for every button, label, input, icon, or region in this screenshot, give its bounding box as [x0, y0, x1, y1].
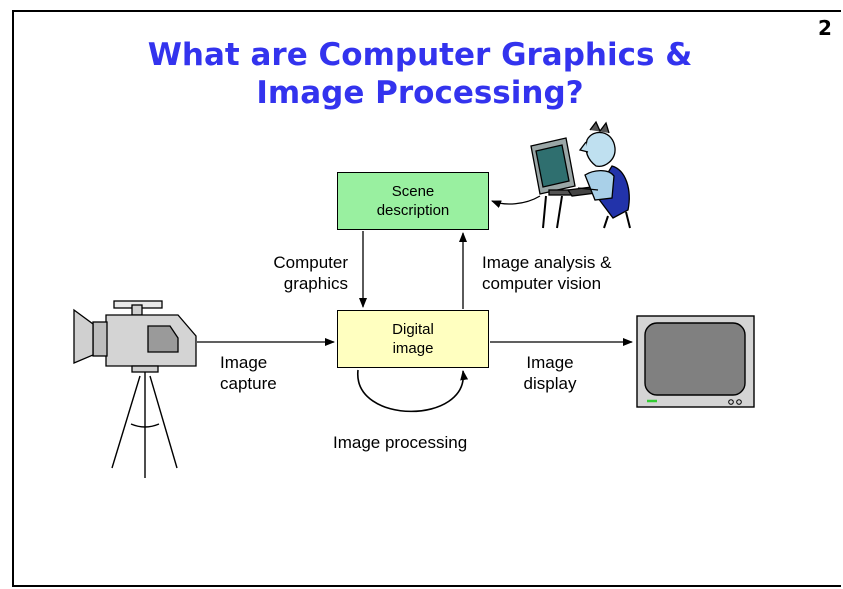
image-capture-label: Image capture [220, 352, 277, 394]
digital-image-box: Digital image [337, 310, 489, 368]
image-capture-line-1: Image [220, 353, 268, 372]
slide-frame [12, 10, 841, 587]
computer-graphics-label: Computer graphics [238, 252, 348, 294]
slide-title: What are Computer Graphics & Image Proce… [60, 36, 780, 112]
image-capture-line-2: capture [220, 374, 277, 393]
title-line-2: Image Processing? [256, 75, 584, 111]
digital-label-line-1: Digital [392, 321, 434, 338]
image-analysis-line-1: Image analysis & [482, 253, 612, 272]
slide-number: 2 [818, 16, 832, 40]
scene-description-box: Scene description [337, 172, 489, 230]
video-camera-icon [73, 300, 197, 373]
image-display-line-2: display [523, 374, 577, 393]
tripod-icon [111, 372, 178, 478]
image-display-label: Image display [505, 352, 595, 394]
image-processing-label: Image processing [333, 433, 468, 452]
image-display-line-1: Image [526, 353, 574, 372]
image-processing-loop-arrow [357, 369, 469, 413]
computer-graphics-line-2: graphics [283, 274, 348, 293]
title-line-1: What are Computer Graphics & [147, 37, 693, 73]
scene-label-line-2: description [376, 202, 450, 219]
image-analysis-line-2: computer vision [482, 274, 602, 293]
digital-label-line-2: image [392, 340, 434, 357]
computer-graphics-line-1: Computer [273, 253, 348, 272]
image-analysis-label: Image analysis & computer vision [482, 252, 611, 294]
person-at-computer-icon [530, 120, 631, 229]
person-to-scene-arrow [491, 195, 541, 208]
scene-label-line-1: Scene [391, 183, 435, 200]
monitor-icon [636, 315, 755, 408]
